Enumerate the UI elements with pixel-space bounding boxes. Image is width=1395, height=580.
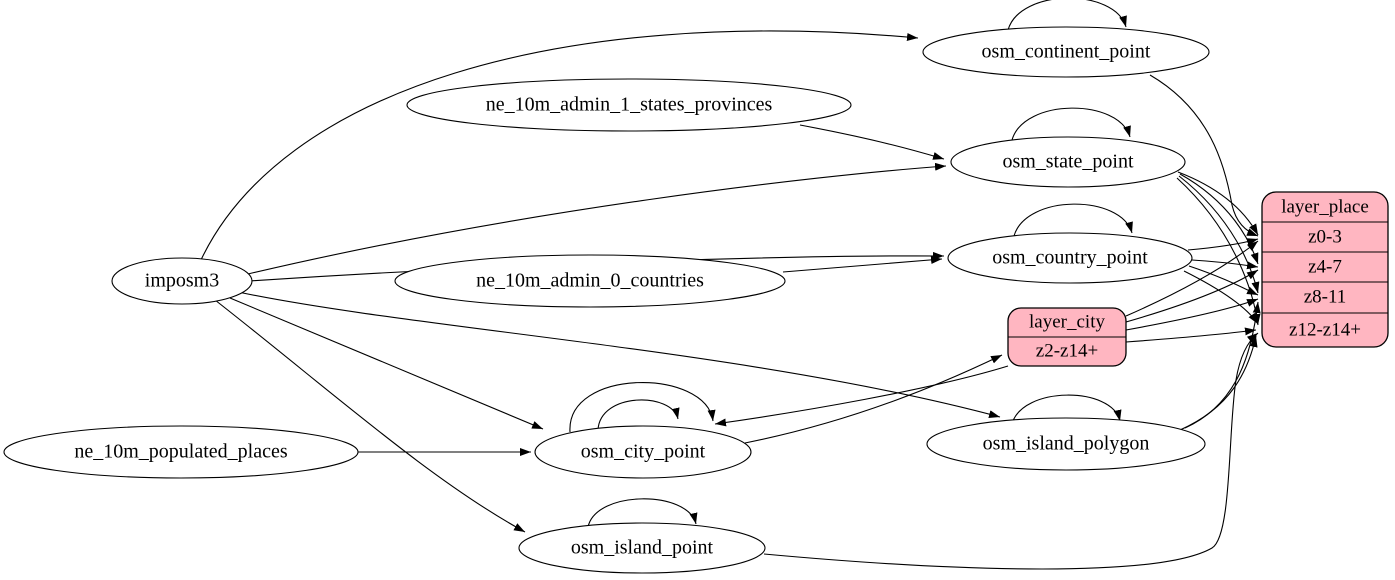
selfloop-island-polygon <box>1011 394 1122 425</box>
record-layer-place: layer_place z0-3 z4-7 z8-11 z12-z14+ <box>1261 191 1389 348</box>
node-shape-city <box>534 425 752 479</box>
node-osm-country-point: osm_country_point <box>947 232 1193 284</box>
edge-state-to-place-z0-3 <box>1177 171 1259 236</box>
selfloop-country <box>1013 203 1133 237</box>
selfloop-island-point <box>587 498 698 528</box>
node-shape-imposm3 <box>111 257 253 305</box>
edge-state-to-place-z4-7 <box>1179 173 1259 265</box>
record-row-z8-11: z8-11 <box>1304 286 1347 307</box>
node-shape-ne-admin1 <box>406 78 852 132</box>
node-label-island-polygon: osm_island_polygon <box>983 433 1150 455</box>
node-ne-10m-admin-1-states-provinces: ne_10m_admin_1_states_provinces <box>406 78 852 132</box>
node-osm-island-point: osm_island_point <box>518 522 766 574</box>
node-label-ne-admin1: ne_10m_admin_1_states_provinces <box>486 94 773 116</box>
edge-island-point-to-place-z12-z14 <box>763 332 1259 570</box>
node-shape-island-point <box>518 522 766 574</box>
record-title-layer-city: layer_city <box>1029 311 1105 332</box>
edge-island-polygon-to-place-z12-z14 <box>1179 335 1258 431</box>
edge-layer-city-to-place-z12-z14 <box>1125 327 1257 343</box>
edge-ne-admin1-to-state <box>799 124 945 160</box>
node-label-city: osm_city_point <box>581 441 706 463</box>
record-row-z4-7: z4-7 <box>1308 256 1342 277</box>
selfloop-state <box>1011 107 1131 141</box>
edge-imposm3-to-continent <box>199 30 919 263</box>
node-ne-10m-populated-places: ne_10m_populated_places <box>3 425 359 479</box>
record-row-z0-3: z0-3 <box>1308 226 1342 247</box>
edge-layer-city-to-city <box>714 365 1009 427</box>
edge-country-to-place-z4-7 <box>1191 259 1259 270</box>
node-osm-state-point: osm_state_point <box>950 136 1186 188</box>
selfloop-city-inner <box>597 399 680 431</box>
node-label-ne-pop: ne_10m_populated_places <box>74 441 287 463</box>
edge-layer <box>199 0 1261 570</box>
node-imposm3: imposm3 <box>111 257 253 305</box>
edge-city-to-layer-city-z2 <box>744 354 1003 444</box>
record-row-z2-z14: z2-z14+ <box>1036 340 1098 361</box>
node-osm-island-polygon: osm_island_polygon <box>926 417 1206 471</box>
record-layer-city: layer_city z2-z14+ <box>1007 307 1127 367</box>
node-shape-continent <box>922 26 1210 78</box>
edge-layer-city-to-place-z4-7 <box>1125 269 1259 323</box>
node-label-continent: osm_continent_point <box>982 41 1151 63</box>
record-title-layer-place: layer_place <box>1281 196 1369 217</box>
edge-ne-admin0-to-country <box>782 256 943 273</box>
record-shape-layer-place <box>1261 191 1389 348</box>
node-label-imposm3: imposm3 <box>145 270 219 292</box>
node-label-island-point: osm_island_point <box>571 537 714 559</box>
node-shape-ne-admin0 <box>394 254 786 308</box>
edge-imposm3-to-island-point <box>214 299 526 533</box>
edge-imposm3-to-state <box>247 162 947 275</box>
edge-imposm3-to-island-polygon <box>237 291 1001 419</box>
edge-continent-to-place-z0-3 <box>1149 74 1259 237</box>
edge-layer-city-to-place-z0-3 <box>1125 240 1259 317</box>
edge-country-to-place-z8-11 <box>1188 265 1259 296</box>
node-ne-10m-admin-0-countries: ne_10m_admin_0_countries <box>394 254 786 308</box>
node-osm-continent-point: osm_continent_point <box>922 26 1210 78</box>
selfloop-continent <box>1007 0 1127 31</box>
edge-country-to-place-z0-3 <box>1187 238 1259 251</box>
node-shape-island-polygon <box>926 417 1206 471</box>
node-shape-ne-pop <box>3 425 359 479</box>
edge-layer-city-to-place-z8-11 <box>1125 298 1259 331</box>
record-row-z12-z14: z12-z14+ <box>1289 319 1361 340</box>
node-label-country: osm_country_point <box>992 247 1148 269</box>
edge-state-to-place-z8-11 <box>1178 175 1260 294</box>
node-osm-city-point: osm_city_point <box>534 425 752 479</box>
node-shape-state <box>950 136 1186 188</box>
node-label-ne-admin0: ne_10m_admin_0_countries <box>476 270 704 292</box>
node-label-state: osm_state_point <box>1002 151 1134 173</box>
selfloop-city-outer <box>569 381 716 433</box>
edge-imposm3-to-city <box>229 297 544 430</box>
node-shape-country <box>947 232 1193 284</box>
